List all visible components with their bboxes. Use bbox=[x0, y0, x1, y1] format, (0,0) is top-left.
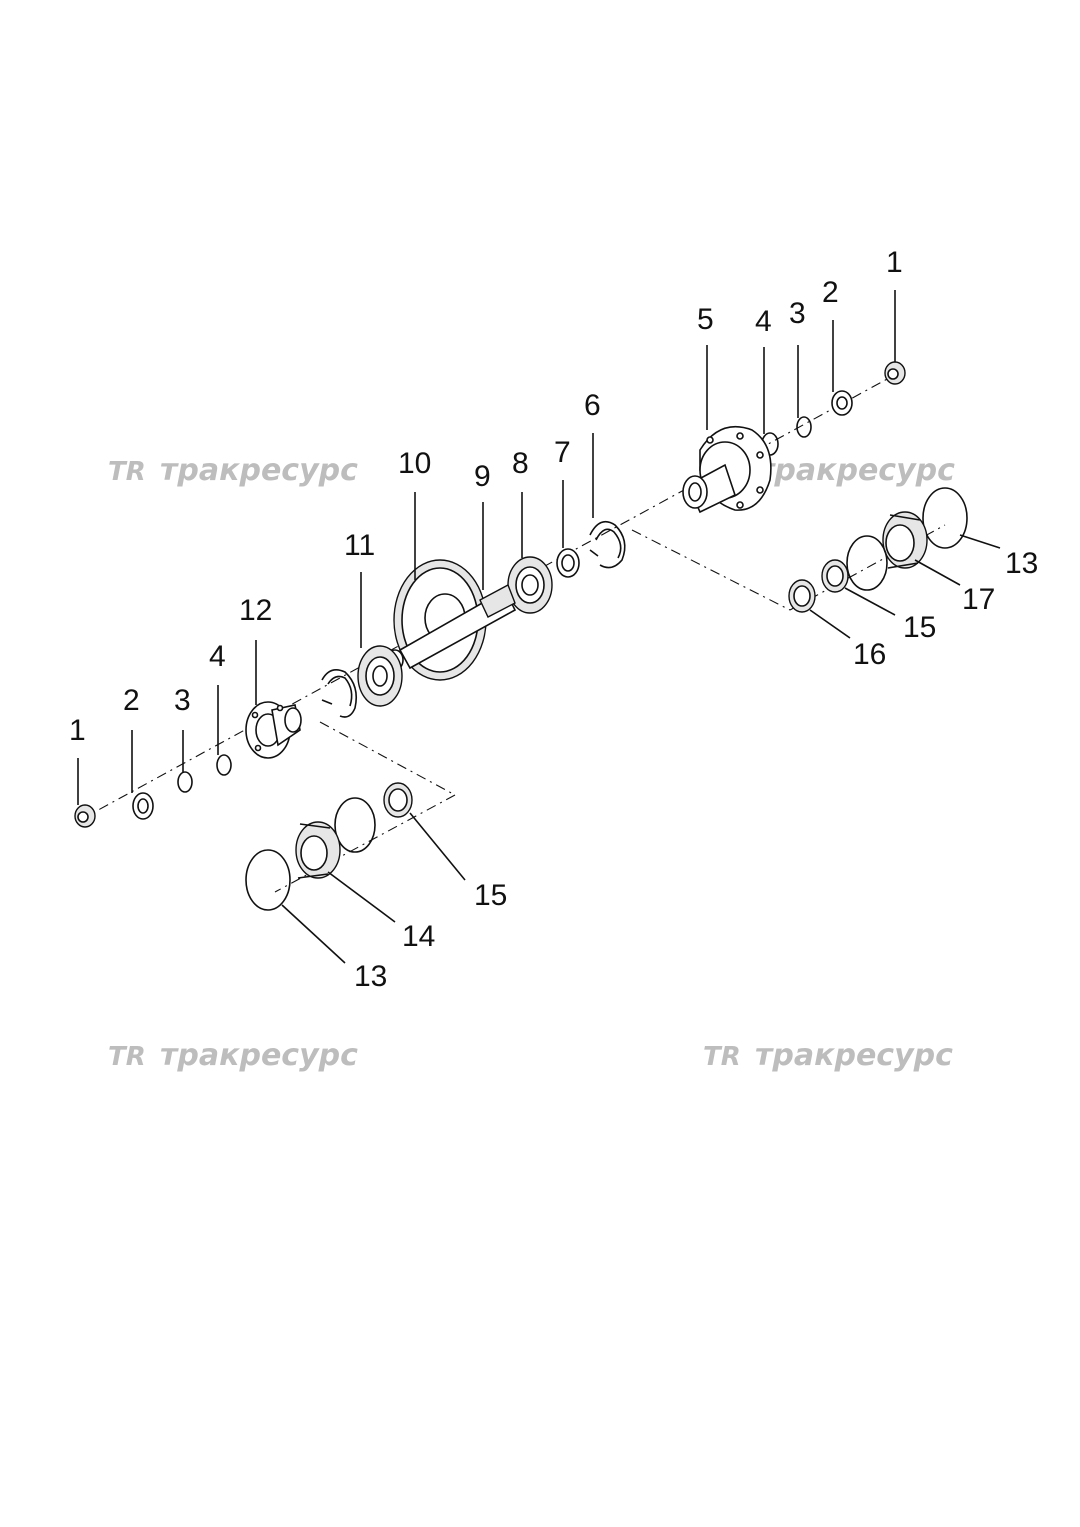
callout-right-2: 2 bbox=[822, 276, 839, 309]
part-seal-housing-14 bbox=[295, 821, 341, 879]
callout-left-2: 2 bbox=[123, 684, 140, 717]
callout-10: 10 bbox=[398, 447, 431, 480]
part-bearing-11 bbox=[357, 645, 403, 707]
watermark-logo-icon: TR bbox=[108, 1042, 146, 1072]
watermark-text: тракресурс bbox=[160, 1038, 358, 1073]
callout-left-4: 4 bbox=[209, 640, 226, 673]
watermark-top-left: TR тракресурс bbox=[108, 453, 358, 488]
watermark-logo-icon: TR bbox=[703, 1042, 741, 1072]
right-branch-axis bbox=[631, 529, 791, 611]
callout-6: 6 bbox=[584, 389, 601, 422]
part-washer-left-2 bbox=[132, 792, 154, 820]
part-oring-left bbox=[334, 797, 376, 853]
part-nut-right bbox=[884, 361, 906, 385]
leader-lines bbox=[77, 290, 1001, 964]
part-ring-left-4 bbox=[216, 754, 232, 776]
callout-left-15: 15 bbox=[474, 879, 507, 912]
left-branch-axis bbox=[319, 721, 456, 796]
callout-12: 12 bbox=[239, 594, 272, 627]
callout-right-3: 3 bbox=[789, 297, 806, 330]
part-seal-15-right bbox=[821, 559, 849, 593]
callout-16: 16 bbox=[853, 638, 886, 671]
part-circlip-left bbox=[321, 669, 358, 718]
part-snap-ring-left-3 bbox=[177, 771, 193, 793]
part-washer-right bbox=[831, 390, 853, 416]
watermark-bottom-left: TR тракресурс bbox=[108, 1038, 358, 1073]
watermark-top-right: TR тракресурс bbox=[705, 453, 955, 488]
part-seal-15-left bbox=[383, 782, 413, 818]
watermark-text: тракресурс bbox=[160, 453, 358, 488]
callout-right-13: 13 bbox=[1005, 547, 1038, 580]
part-seal-housing-17 bbox=[882, 511, 928, 569]
part-snap-ring-right bbox=[796, 416, 812, 438]
part-oring-right bbox=[846, 535, 888, 591]
callout-7: 7 bbox=[554, 436, 571, 469]
part-bearing-8 bbox=[507, 556, 553, 614]
callout-14: 14 bbox=[402, 920, 435, 953]
part-oring-13-right bbox=[922, 487, 968, 549]
callout-8: 8 bbox=[512, 447, 529, 480]
callout-labels: 1 2 3 4 5 6 7 8 9 10 11 12 4 3 2 1 13 17… bbox=[69, 246, 1038, 993]
callout-11: 11 bbox=[344, 529, 375, 562]
watermark-logo-icon: TR bbox=[108, 457, 146, 487]
watermark-text: тракресурс bbox=[755, 1038, 953, 1073]
part-nut-left-1 bbox=[74, 804, 96, 828]
part-seal-16 bbox=[788, 579, 816, 613]
callout-left-3: 3 bbox=[174, 684, 191, 717]
callout-17: 17 bbox=[962, 583, 995, 616]
part-flange-right bbox=[682, 426, 772, 514]
callout-right-4: 4 bbox=[755, 305, 772, 338]
callout-5: 5 bbox=[697, 303, 714, 336]
callout-left-1: 1 bbox=[69, 714, 86, 747]
part-oring-13-left bbox=[245, 849, 291, 911]
callout-right-1: 1 bbox=[886, 246, 903, 279]
watermark-bottom-right: TR тракресурс bbox=[703, 1038, 953, 1073]
callout-right-15: 15 bbox=[903, 611, 936, 644]
part-flange-left bbox=[245, 701, 302, 759]
part-circlip-6 bbox=[589, 520, 626, 569]
left-seal-axis bbox=[274, 794, 456, 893]
watermark-text: тракресурс bbox=[757, 453, 955, 488]
callout-left-13: 13 bbox=[354, 960, 387, 993]
callout-9: 9 bbox=[474, 460, 491, 493]
part-ring-7 bbox=[556, 548, 580, 578]
